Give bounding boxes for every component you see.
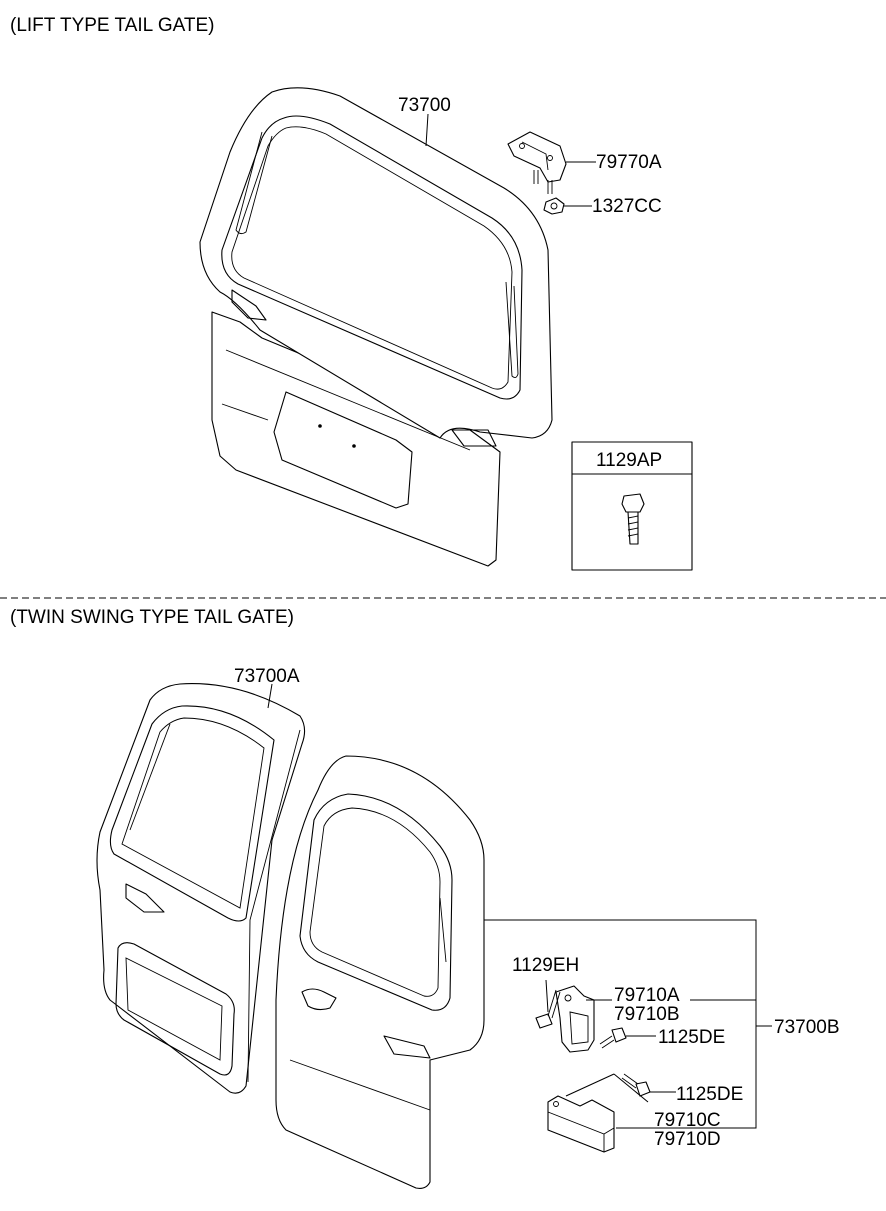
part-label-79710B: 79710B (614, 1004, 680, 1025)
part-label-1125DE-1: 1125DE (658, 1027, 725, 1048)
leader-73700 (425, 113, 429, 147)
right-door-drawing (275, 755, 485, 1189)
stopper-79710C-drawing (547, 1095, 615, 1153)
lift-tail-gate-drawing (199, 87, 553, 567)
part-label-1129AP: 1129AP (596, 450, 662, 471)
part-label-1129EH: 1129EH (512, 955, 579, 976)
leader-stopper-link-2 (613, 1073, 649, 1103)
leader-73700A (267, 683, 273, 709)
part-label-73700A: 73700A (234, 666, 300, 687)
part-label-73700: 73700 (398, 95, 451, 116)
lift-section-title: (LIFT TYPE TAIL GATE) (10, 15, 214, 36)
part-label-1125DE-2: 1125DE (676, 1084, 743, 1105)
bolt-1129AP-box (571, 441, 693, 571)
part-label-73700B: 73700B (774, 1017, 840, 1038)
part-label-79710A: 79710A (614, 985, 680, 1006)
bolt-1125DE-1-drawing (599, 1027, 627, 1049)
part-label-79710D: 79710D (654, 1129, 721, 1150)
leader-1129EH (545, 979, 549, 1013)
leader-stopper-link (565, 1073, 615, 1097)
left-door-73700A-drawing (96, 683, 306, 1094)
bracket-73700B (484, 919, 757, 1129)
hinge-79770A-drawing (507, 131, 567, 194)
twin-section-title: (TWIN SWING TYPE TAIL GATE) (10, 607, 294, 628)
part-label-79710C: 79710C (654, 1110, 721, 1131)
nut-1327CC-drawing (543, 197, 565, 215)
hinge-79710A-drawing (535, 985, 595, 1053)
part-label-79770A: 79770A (596, 152, 662, 173)
part-label-1327CC: 1327CC (592, 196, 662, 217)
